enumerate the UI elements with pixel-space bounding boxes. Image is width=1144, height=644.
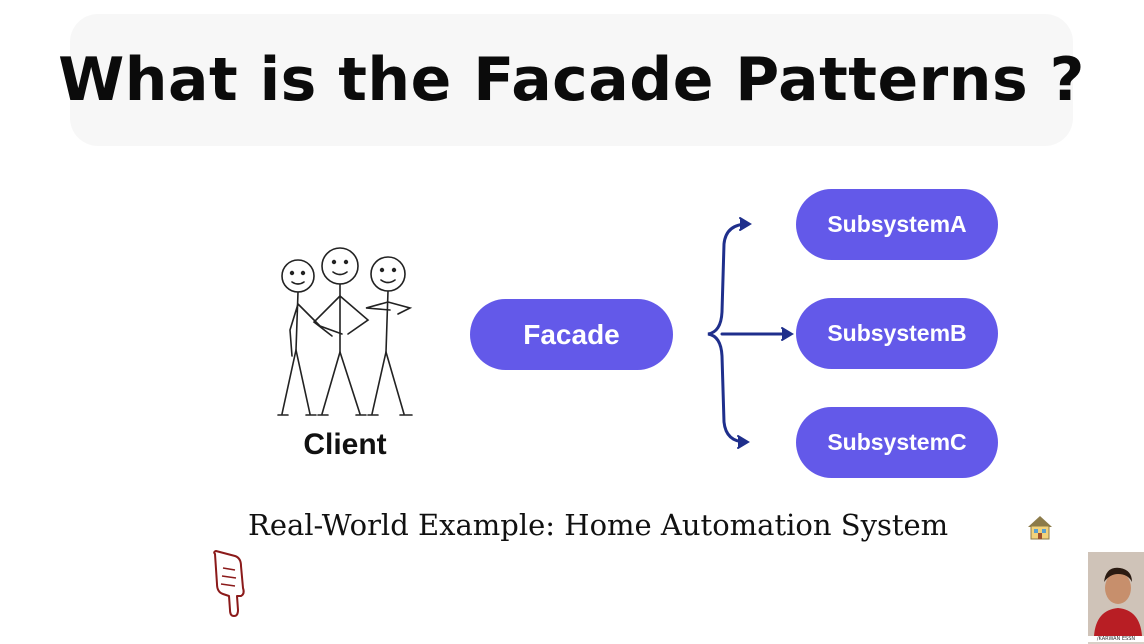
presenter-avatar xyxy=(1088,552,1144,636)
client-label: Client xyxy=(303,428,387,461)
client-stick-figures-icon xyxy=(277,247,413,416)
webcam-overlay: /KARWAN ESSN xyxy=(1088,552,1144,644)
subsystem-c-pill: SubsystemC xyxy=(796,407,998,478)
facade-pill: Facade xyxy=(470,299,673,370)
page-title: What is the Facade Patterns ? xyxy=(58,45,1085,115)
house-icon xyxy=(1028,516,1052,540)
webcam-caption: /KARWAN ESSN xyxy=(1088,636,1144,642)
title-card: What is the Facade Patterns ? xyxy=(58,14,1084,146)
facade-to-subsystems-connector xyxy=(707,217,794,449)
subsystem-a-pill: SubsystemA xyxy=(796,189,998,260)
pointing-down-hand-icon xyxy=(213,550,245,617)
example-caption: Real-World Example: Home Automation Syst… xyxy=(248,508,949,542)
subsystem-b-pill: SubsystemB xyxy=(796,298,998,369)
